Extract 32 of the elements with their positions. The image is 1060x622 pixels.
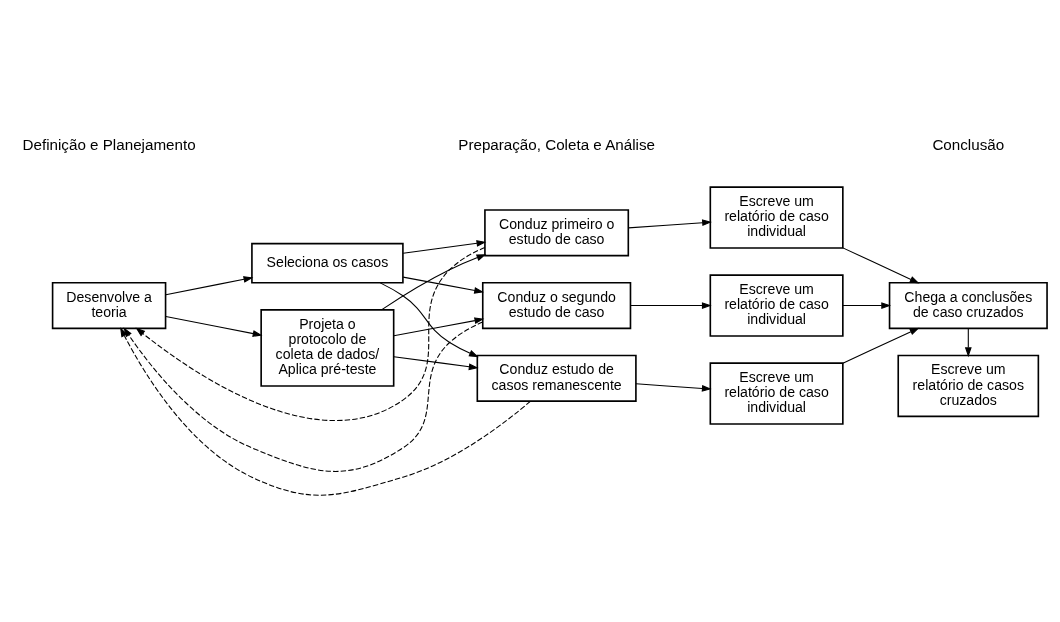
label: Conclusão [932,135,1005,153]
arrow [380,254,487,311]
arrow [123,321,484,472]
node-box: Escreve um relatório de casos cruzados [897,354,1040,418]
arrow [135,247,486,422]
node-box: Conduz estudo de casos remanescente [476,354,637,402]
arrow [842,247,920,284]
node-box: Desenvolve a teoria [51,281,167,330]
arrow [165,276,254,296]
arrow [635,383,712,392]
arrow [842,327,920,364]
arrow [393,356,479,371]
arrow [165,315,263,337]
arrow [964,328,972,358]
node-box: Escreve um relatório de caso individual [709,186,844,249]
node-box: Projeta o protocolo de coleta de dados/ Aplica pré-teste [260,309,395,387]
arrow [629,302,712,309]
arrow [393,317,485,337]
node-box: Conduz o segundo estudo de caso [481,281,632,330]
node-box: Escreve um relatório de caso individual [709,362,844,425]
arrow [627,219,712,229]
label: Preparação, Coleta e Análise [458,135,655,153]
node-box: Seleciona os casos [251,242,404,284]
arrow [402,276,484,294]
arrow [120,327,531,496]
label: Definição e Planejamento [22,135,196,153]
node-box: Escreve um relatório de caso individual [709,274,844,337]
node-box: Chega a conclusões de caso cruzados [888,281,1048,330]
node-box: Conduz primeiro o estudo de caso [484,209,630,257]
arrow [402,239,487,254]
arrow [379,282,479,358]
arrow [842,302,892,309]
